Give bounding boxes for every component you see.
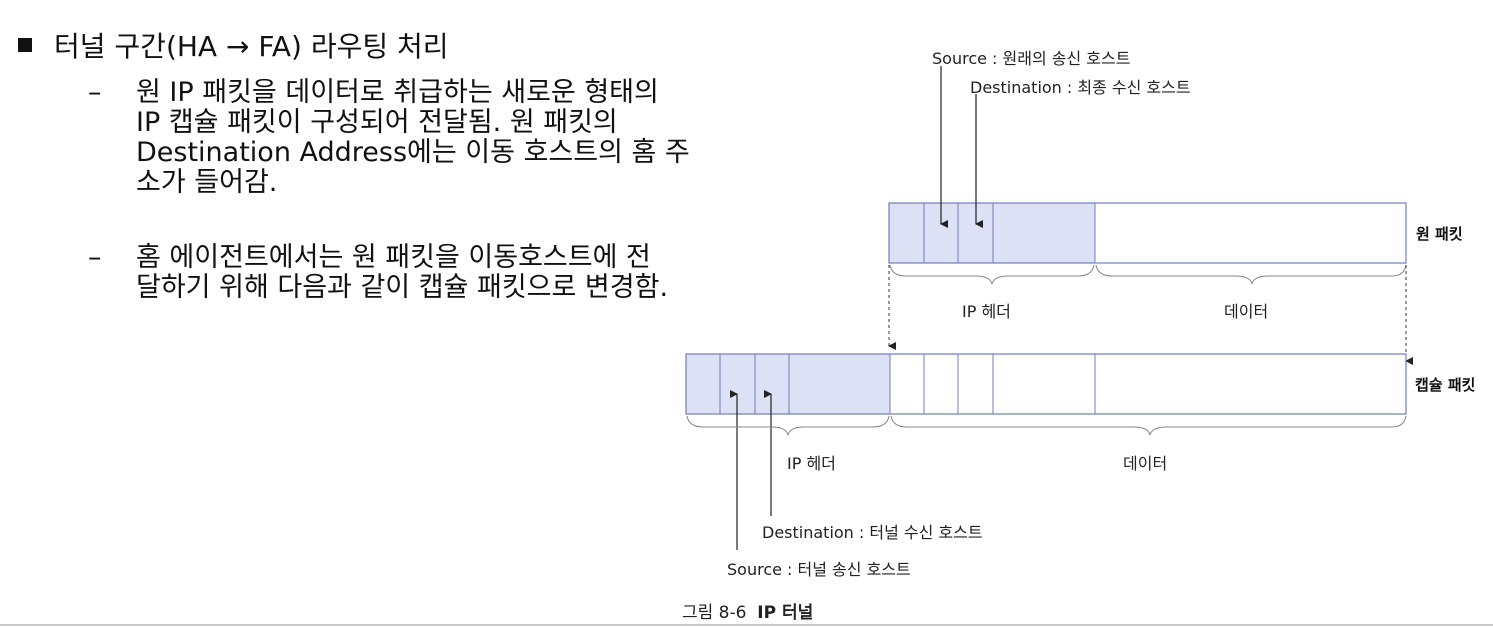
orig-data-brace	[1095, 264, 1407, 285]
sub-bullet-1-line-1: 원 IP 패킷을 데이터로 취급하는 새로운 형태의	[136, 77, 659, 108]
square-bullet-icon	[18, 38, 32, 52]
encapsulated-packet	[685, 353, 1407, 550]
tunnel-dest-label: Destination : 터널 수신 호스트	[762, 523, 983, 542]
original-header-fill	[889, 203, 1095, 263]
sub-bullet-1-line-4: 소가 들어감.	[136, 167, 278, 198]
encap-data-brace	[890, 415, 1407, 436]
sub-bullet-1-line-3: Destination Address에는 이동 호스트의 홈 주	[136, 137, 690, 168]
original-packet	[888, 66, 1413, 365]
figure-title: IP 터널	[757, 603, 814, 623]
dash-bullet-icon: –	[88, 242, 102, 273]
figure-caption: 그림 8-6 IP 터널	[682, 598, 813, 623]
figure-number: 그림 8-6	[682, 603, 747, 623]
sub-bullet-1-line-2: IP 캡슐 패킷이 구성되어 전달됨. 원 패킷의	[136, 107, 618, 138]
sub-bullet-1: – 원 IP 패킷을 데이터로 취급하는 새로운 형태의 IP 캡슐 패킷이 구…	[88, 78, 848, 198]
encap-header-fill	[686, 354, 890, 414]
encap-packet-name: 캡슐 패킷	[1415, 376, 1476, 394]
orig-source-label: Source : 원래의 송신 호스트	[932, 49, 1131, 68]
orig-packet-name: 원 패킷	[1416, 225, 1463, 243]
orig-data-label: 데이터	[1224, 302, 1269, 321]
orig-header-label: IP 헤더	[962, 302, 1011, 321]
encap-header-label: IP 헤더	[787, 454, 836, 473]
dash-bullet-icon: –	[88, 77, 102, 108]
encap-header-brace	[686, 415, 890, 436]
sub-bullet-2-line-1: 홈 에이전트에서는 원 패킷을 이동호스트에 전	[136, 242, 651, 273]
encap-packet-outline	[685, 353, 1407, 415]
bottom-divider	[0, 624, 1493, 626]
tunnel-source-label: Source : 터널 송신 호스트	[727, 560, 911, 579]
sub-bullet-2: – 홈 에이전트에서는 원 패킷을 이동호스트에 전 달하기 위해 다음과 같이…	[88, 243, 848, 303]
sub-bullet-2-line-2: 달하기 위해 다음과 같이 캡슐 패킷으로 변경함.	[136, 272, 669, 303]
orig-dest-label: Destination : 최종 수신 호스트	[970, 78, 1191, 97]
original-packet-outline	[888, 202, 1407, 264]
main-bullet: 터널 구간(HA → FA) 라우팅 처리	[18, 30, 449, 64]
main-bullet-text: 터널 구간(HA → FA) 라우팅 처리	[54, 30, 449, 63]
encap-data-label: 데이터	[1123, 454, 1168, 473]
orig-header-brace	[889, 264, 1095, 285]
